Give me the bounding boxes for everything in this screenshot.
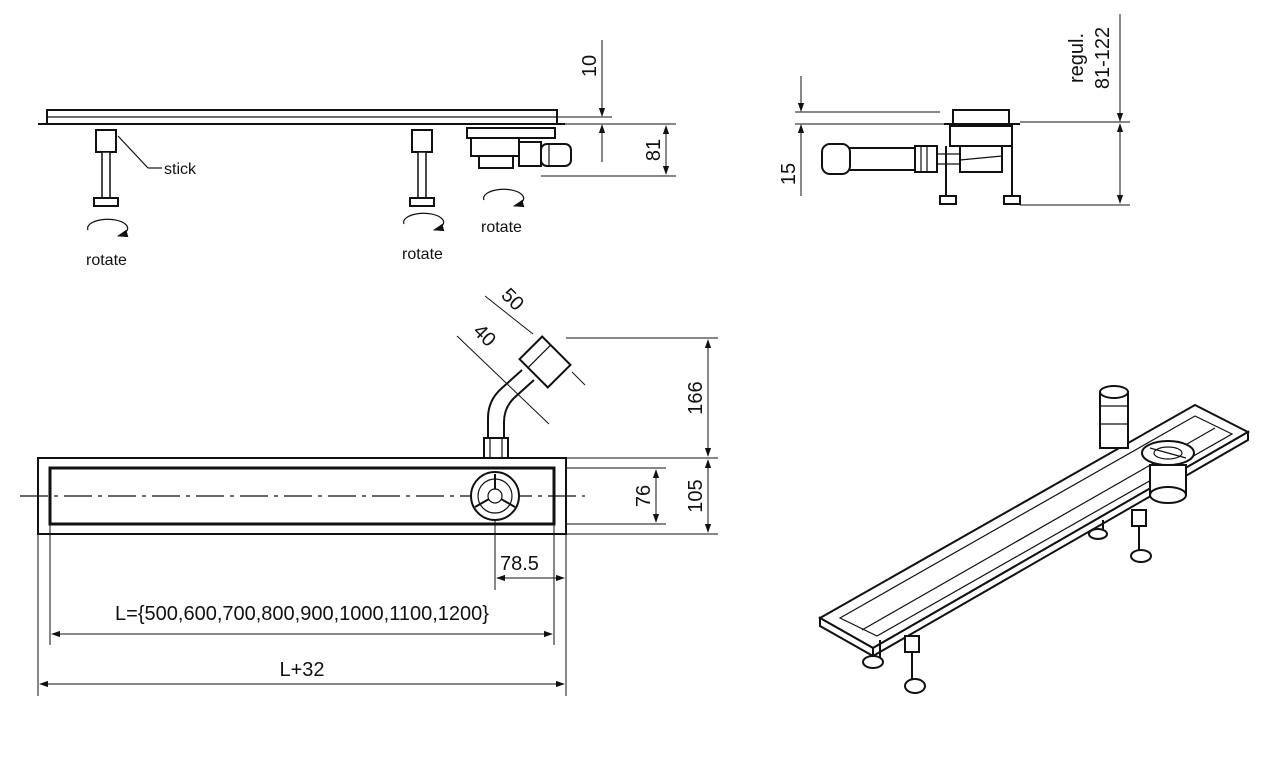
dim-166-label: 166: [685, 381, 707, 414]
angled-outlet-pipe: [483, 335, 572, 459]
iso-drain: [1141, 440, 1195, 504]
dim-50-label: 50: [497, 284, 528, 315]
side-view: stick rotate rotate rotate 10 81: [38, 40, 676, 269]
label-stick: stick: [164, 161, 197, 178]
dim-81-label: 81: [643, 139, 665, 161]
drain-outlet-top: [470, 471, 520, 521]
dim-15-label: 15: [778, 163, 800, 185]
top-view: 50 40 166 76 105 78.5 L={500,600,700,800…: [20, 284, 718, 696]
rotate-arrow-left: [87, 218, 129, 238]
iso-leg-2: [904, 635, 926, 694]
regul-label-line2: 81-122: [1092, 27, 1114, 89]
dim-40-label: 40: [469, 320, 500, 351]
label-rotate-right: rotate: [481, 219, 522, 236]
iso-channel-top: [817, 403, 1251, 650]
outlet-pipe: [844, 147, 916, 171]
iso-leg-1: [862, 640, 884, 669]
dim-76-label: 76: [633, 485, 655, 507]
rotate-arrow-right: [483, 188, 525, 208]
rotate-arrow-mid: [403, 212, 445, 232]
length-options-label: L={500,600,700,800,900,1000,1100,1200}: [115, 603, 489, 625]
iso-riser-pipe: [1099, 385, 1129, 449]
leg-left: [93, 129, 119, 207]
dim-10-label: 10: [579, 55, 601, 77]
leg-mid: [409, 129, 435, 207]
end-view: 15 regul. 81-122: [778, 14, 1130, 206]
isometric-view: [817, 385, 1251, 694]
outlet-end: [821, 143, 851, 175]
drain-trap-side: [466, 127, 572, 169]
total-length-label: L+32: [279, 659, 324, 681]
label-rotate-mid: rotate: [402, 246, 443, 263]
stick-leader: [117, 135, 149, 169]
dim-105-label: 105: [685, 479, 707, 512]
iso-leg-3: [1088, 520, 1108, 540]
iso-leg-4: [1130, 509, 1152, 563]
regul-label-line1: regul.: [1066, 33, 1088, 83]
dim-78-5-label: 78.5: [500, 553, 539, 575]
label-rotate-left: rotate: [86, 252, 127, 269]
outlet-nut: [914, 145, 938, 173]
